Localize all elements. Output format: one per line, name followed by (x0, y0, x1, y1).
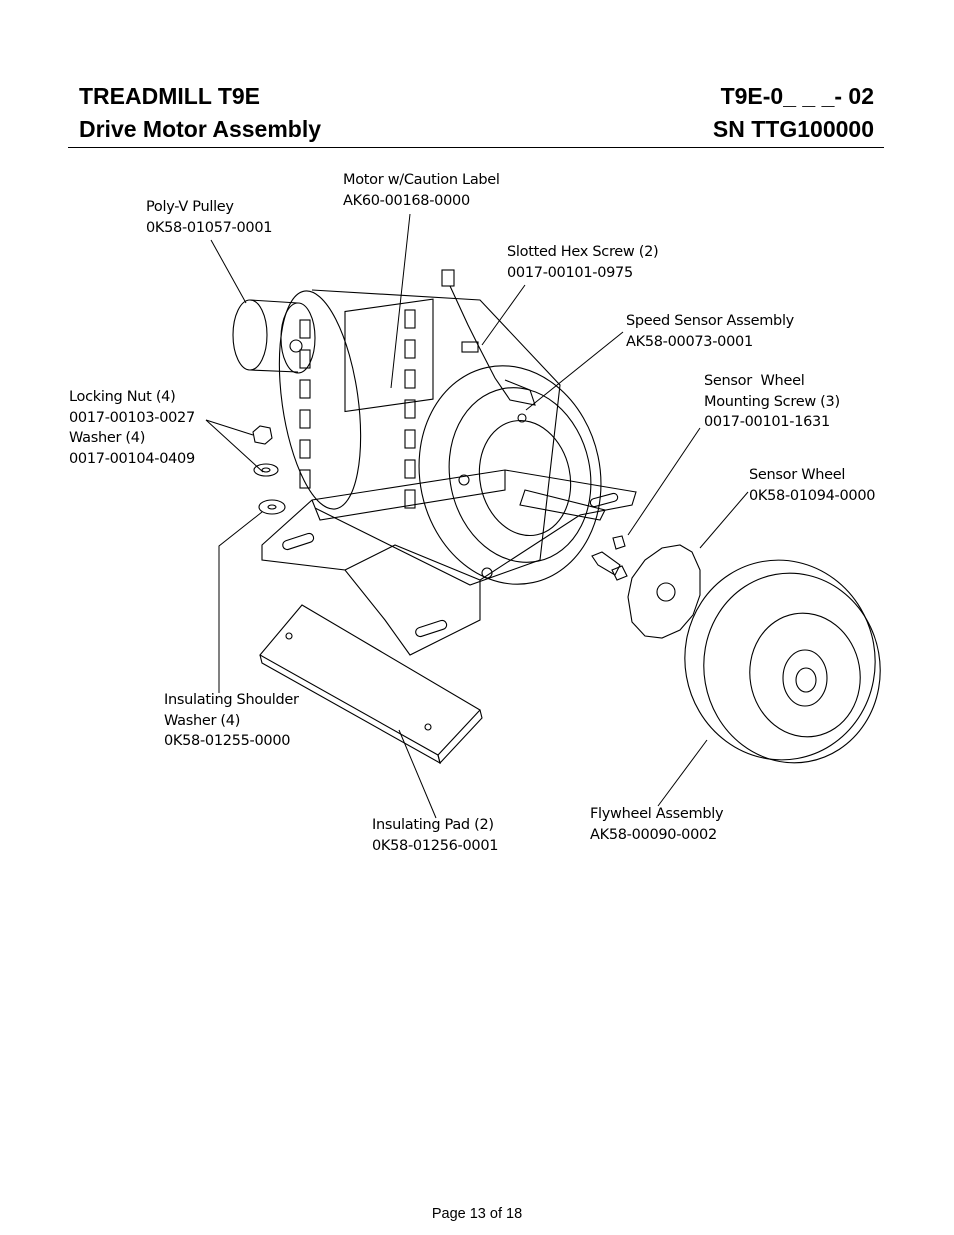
model-number: T9E-0_ _ _- 02 (720, 83, 874, 109)
callout-hex-screw: Slotted Hex Screw (2) 0017-00101-0975 (507, 242, 659, 283)
callout-pulley: Poly-V Pulley 0K58-01057-0001 (146, 197, 272, 238)
callout-pad-name: Insulating Pad (2) (372, 817, 494, 833)
callout-pulley-pn: 0K58-01057-0001 (146, 219, 273, 236)
callout-speed-sensor-name: Speed Sensor Assembly (626, 313, 794, 329)
callout-locking-nut-name: Locking Nut (4) (69, 389, 176, 405)
callout-hex-screw-pn: 0017-00101-0975 (507, 264, 633, 281)
serial-number: SN TTG100000 (712, 116, 874, 142)
leader-lines (205, 213, 749, 819)
callout-shoulder-washer-pn: 0K58-01255-0000 (164, 733, 291, 749)
callout-shoulder-washer: Insulating Shoulder Washer (4) 0K58-0125… (164, 690, 299, 752)
callout-sensor-wheel-name: Sensor Wheel (749, 467, 846, 483)
motor-base-plate (261, 469, 637, 656)
callout-washer-name: Washer (4) (69, 430, 146, 446)
callout-flywheel-name: Flywheel Assembly (590, 806, 724, 822)
locking-nut-and-washers (252, 425, 286, 515)
motor-body (278, 289, 606, 586)
callout-sensor-screw: Sensor Wheel Mounting Screw (3) 0017-001… (704, 371, 840, 433)
callout-pulley-name: Poly-V Pulley (146, 199, 234, 215)
callout-shoulder-washer-name2: Washer (4) (164, 712, 241, 729)
page-number: Page 13 of 18 (431, 1206, 523, 1222)
title-model: TREADMILL T9E (79, 83, 261, 109)
speed-sensor-assembly (441, 269, 536, 406)
sensor-wheel (627, 544, 701, 639)
flywheel-assembly (684, 559, 881, 764)
callout-shoulder-washer-name1: Insulating Shoulder (164, 692, 299, 708)
callout-motor: Motor w/Caution Label AK60-00168-0000 (343, 170, 500, 211)
callout-speed-sensor-pn: AK58-00073-0001 (626, 333, 753, 350)
callout-flywheel: Flywheel Assembly AK58-00090-0002 (590, 804, 724, 845)
callout-motor-pn: AK60-00168-0000 (343, 192, 470, 209)
callout-motor-name: Motor w/Caution Label (343, 172, 500, 188)
callout-sensor-wheel-pn: 0K58-01094-0000 (749, 487, 876, 504)
header-rule (68, 147, 884, 148)
callout-speed-sensor: Speed Sensor Assembly AK58-00073-0001 (626, 311, 794, 352)
callout-sensor-screw-pn: 0017-00101-1631 (704, 414, 830, 430)
poly-v-pulley (232, 299, 316, 374)
callout-locking-nut: Locking Nut (4) 0017-00103-0027 Washer (… (69, 387, 195, 469)
callout-sensor-screw-name1: Sensor Wheel (704, 373, 805, 389)
insulating-pad (259, 604, 483, 765)
callout-flywheel-pn: AK58-00090-0002 (590, 826, 717, 843)
callout-washer-pn: 0017-00104-0409 (69, 450, 195, 467)
title-assembly: Drive Motor Assembly (79, 116, 321, 142)
callout-hex-screw-name: Slotted Hex Screw (2) (507, 244, 659, 260)
callout-sensor-wheel: Sensor Wheel 0K58-01094-0000 (749, 465, 875, 506)
sensor-wheel-screws (591, 535, 628, 581)
callout-locking-nut-pn: 0017-00103-0027 (69, 409, 195, 426)
callout-pad-pn: 0K58-01256-0001 (372, 837, 499, 854)
callout-sensor-screw-name2: Mounting Screw (3) (704, 393, 840, 410)
callout-pad: Insulating Pad (2) 0K58-01256-0001 (372, 815, 498, 856)
